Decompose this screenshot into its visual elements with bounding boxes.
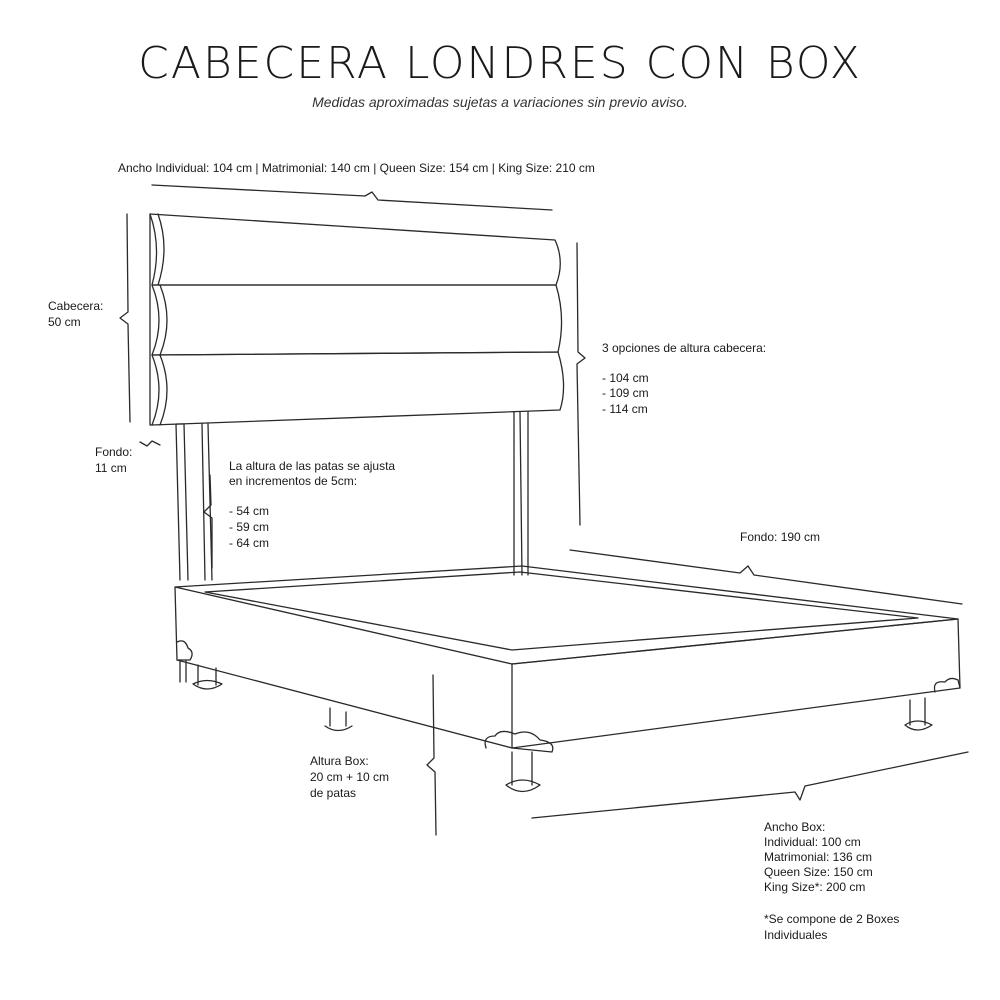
leg-front [506,752,540,792]
box-width-line: Individual: 100 cm [764,835,861,849]
height-option: - 104 cm [602,371,649,385]
width-options-label: Ancho Individual: 104 cm | Matrimonial: … [118,161,595,175]
box-width-line: King Size*: 200 cm [764,880,866,894]
leg-right [905,698,932,730]
headboard-height-value: 50 cm [48,315,81,329]
headboard-height-dimension [120,214,130,422]
box-height-title: Altura Box: [310,754,369,768]
footnote-line: *Se compone de 2 Boxes [764,912,900,926]
headboard-height-title: Cabecera: [48,299,104,313]
headboard-post-right [514,412,528,575]
leg-left [193,665,222,689]
box-depth-dimension [570,550,962,604]
box-width-line: Queen Size: 150 cm [764,865,873,879]
height-option: - 109 cm [602,386,649,400]
height-option: - 114 cm [602,402,648,416]
box-height-line: 20 cm + 10 cm [310,770,390,784]
box-height-dimension [427,675,436,835]
box-width-title: Ancho Box: [764,820,826,834]
box-top-face [175,566,958,664]
box-width-line: Matrimonial: 136 cm [764,850,873,864]
headboard-depth-mark [140,441,160,446]
headboard-depth-value: 11 cm [95,461,127,475]
box-left-face [175,587,512,748]
headboard-panel-middle [152,285,562,355]
height-options-title: 3 opciones de altura cabecera: [602,341,767,355]
leg-adjust-line1: La altura de las patas se ajusta [229,459,396,473]
headboard-width-dimension [152,185,552,210]
leg-height-option: - 59 cm [229,520,270,534]
headboard-depth-title: Fondo: [95,445,133,459]
total-height-dimension [577,243,585,525]
box-right-face [512,619,960,748]
headboard-panel-top [150,214,560,285]
corner-protector [485,731,553,752]
box-depth-label: Fondo: 190 cm [740,530,821,544]
leg-height-option: - 64 cm [229,536,270,550]
box-height-line: de patas [310,786,357,800]
page-title: CABECERA LONDRES CON BOX [138,38,862,89]
leg-height-option: - 54 cm [229,504,270,518]
leg-back-left [325,708,352,731]
leg-adjust-line2: en incrementos de 5cm: [229,474,358,488]
headboard-post-left [176,424,188,580]
headboard-panel-bottom [152,352,564,425]
footnote-line: Individuales [764,928,828,942]
box-width-dimension [532,752,968,818]
page-subtitle: Medidas aproximadas sujetas a variacione… [312,94,688,110]
